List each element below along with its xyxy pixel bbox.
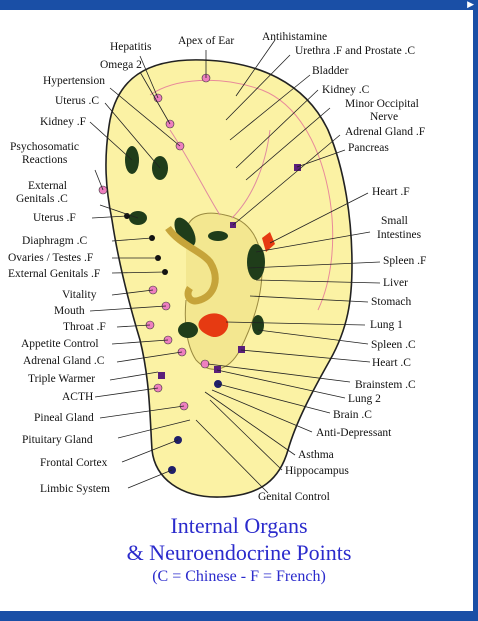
label-limbic: Limbic System — [40, 483, 110, 495]
pancreas-point — [294, 164, 301, 171]
label-adrenal-f: Adrenal Gland .F — [345, 126, 425, 138]
label-pineal: Pineal Gland — [34, 412, 94, 424]
label-hippocampus: Hippocampus — [285, 465, 349, 477]
label-hypertension: Hypertension — [43, 75, 105, 87]
brainstem-point — [201, 360, 209, 368]
label-bladder: Bladder — [312, 65, 349, 77]
label-diaphragm: Diaphragm .C — [22, 235, 87, 247]
diaphragm-organ — [208, 231, 228, 241]
label-apex: Apex of Ear — [178, 35, 234, 47]
liver-organ — [247, 244, 265, 280]
label-vitality: Vitality — [62, 289, 97, 301]
label-appetite: Appetite Control — [21, 338, 99, 350]
label-triple-warmer: Triple Warmer — [28, 373, 95, 385]
label-anti-depressant: Anti-Depressant — [316, 427, 392, 439]
label-urethra: Urethra .F and Prostate .C — [295, 45, 415, 57]
title-line-1: Internal Organs — [0, 513, 478, 539]
label-brain: Brain .C — [333, 409, 372, 421]
label-uterus-c: Uterus .C — [55, 95, 99, 107]
label-acth: ACTH — [62, 391, 93, 403]
label-mouth: Mouth — [54, 305, 85, 317]
label-psychosomatic-2: Reactions — [22, 154, 68, 166]
label-heart-c: Heart .C — [372, 357, 411, 369]
label-lung1: Lung 1 — [370, 319, 403, 331]
label-minor-occipital-nerve: Nerve — [370, 111, 398, 123]
label-ext-gen-f: External Genitals .F — [8, 268, 100, 280]
title-line-2: & Neuroendocrine Points — [0, 540, 478, 566]
spleen-organ — [252, 315, 264, 335]
label-ext-gen-c-2: Genitals .C — [16, 193, 68, 205]
label-minor-occipital: Minor Occipital — [345, 98, 419, 110]
label-kidney-c: Kidney .C — [322, 84, 370, 96]
label-psychosomatic: Psychosomatic — [10, 141, 79, 153]
label-small: Small — [381, 215, 408, 227]
lung2-point — [214, 366, 221, 373]
label-liver: Liver — [383, 277, 408, 289]
label-frontal: Frontal Cortex — [40, 457, 108, 469]
label-ext-gen-c: External — [28, 180, 67, 192]
label-pancreas: Pancreas — [348, 142, 389, 154]
heart-c-point — [238, 346, 245, 353]
lung-organ — [178, 322, 198, 338]
label-hepatitis: Hepatitis — [110, 41, 152, 53]
label-intestines: Intestines — [377, 229, 422, 241]
label-spleen-c: Spleen .C — [371, 339, 416, 351]
label-adrenal-c: Adrenal Gland .C — [23, 355, 105, 367]
label-omega2: Omega 2 — [100, 59, 142, 71]
label-antihistamine: Antihistamine — [262, 31, 327, 43]
label-pituitary: Pituitary Gland — [22, 434, 93, 446]
label-uterus-f: Uterus .F — [33, 212, 76, 224]
label-kidney-f: Kidney .F — [40, 116, 86, 128]
label-asthma: Asthma — [298, 449, 334, 461]
label-lung2: Lung 2 — [348, 393, 381, 405]
label-spleen-f: Spleen .F — [383, 255, 426, 267]
label-brainstem: Brainstem .C — [355, 379, 416, 391]
triple-point — [158, 372, 165, 379]
label-throat-f: Throat .F — [63, 321, 106, 333]
label-stomach: Stomach — [371, 296, 411, 308]
legend-text: (C = Chinese - F = French) — [0, 568, 478, 586]
label-genital-control: Genital Control — [258, 491, 330, 503]
label-heart-f: Heart .F — [372, 186, 410, 198]
label-ovaries: Ovaries / Testes .F — [8, 252, 93, 264]
